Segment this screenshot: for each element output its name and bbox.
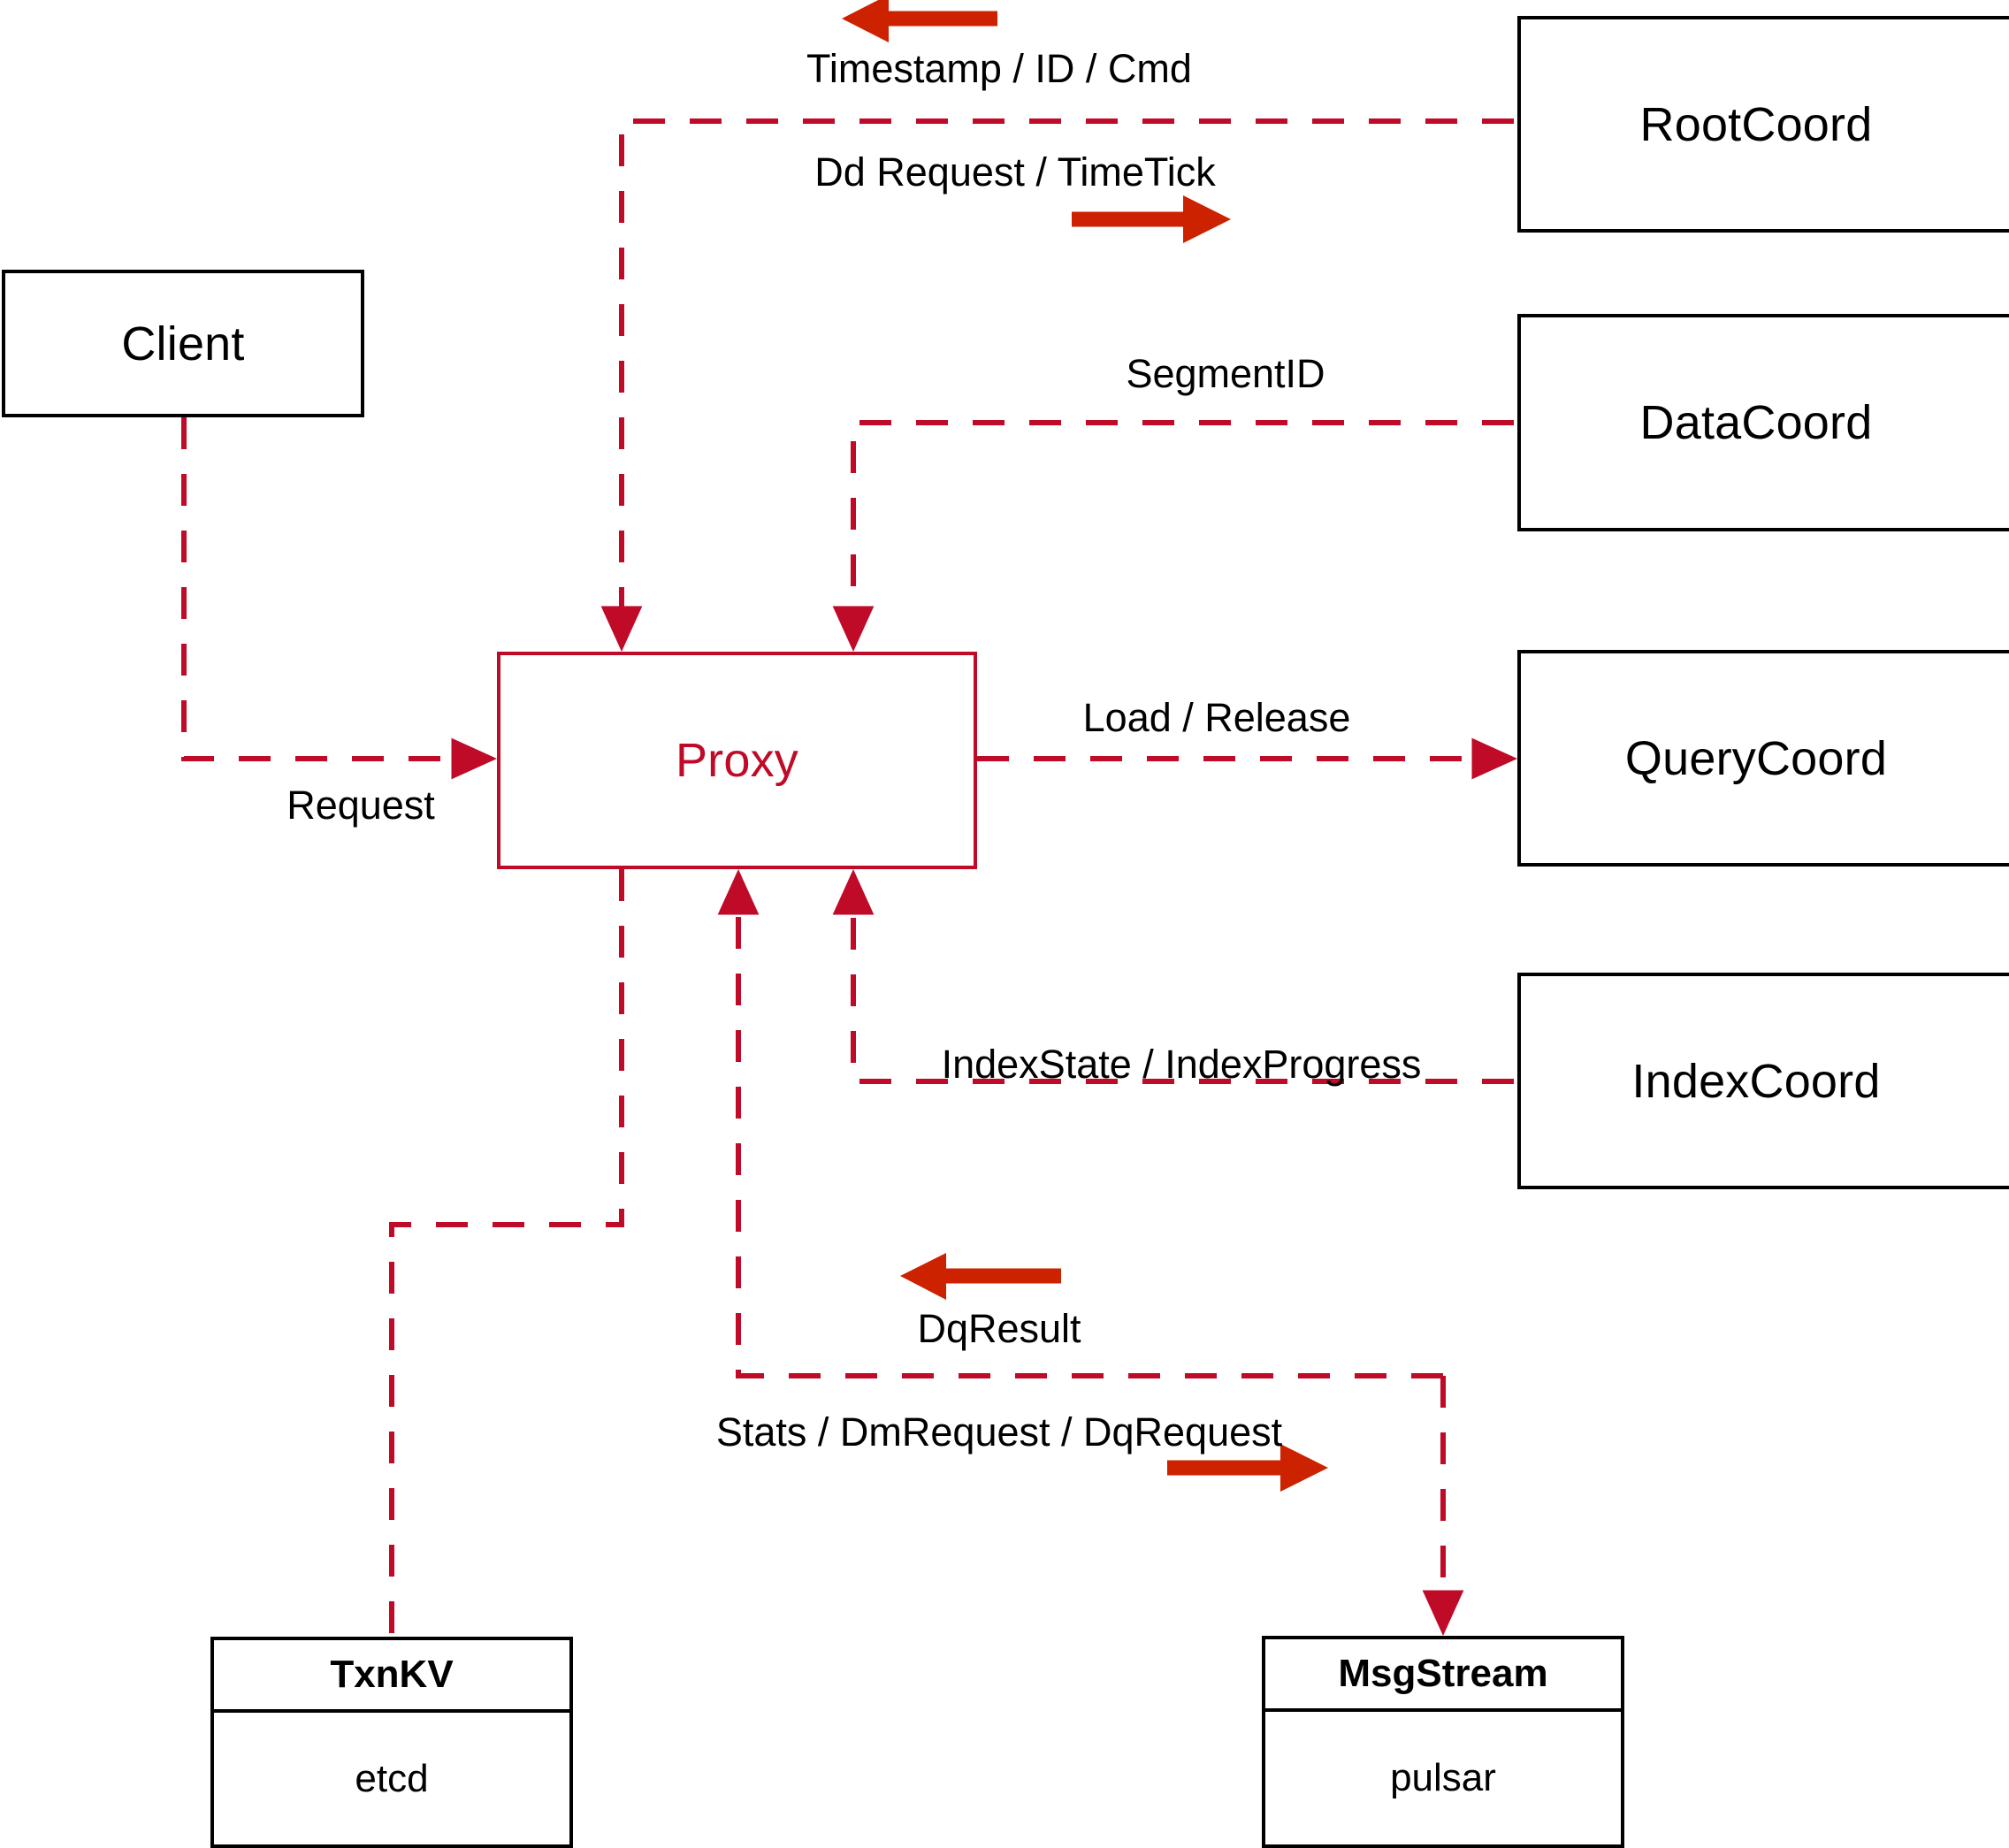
node-rootcoord-label: RootCoord	[1639, 97, 1873, 151]
edge-rootcoord-to-proxy	[600, 118, 1514, 653]
store-txnkv-body: etcd	[214, 1713, 569, 1844]
store-msgstream[interactable]: MsgStream pulsar	[1262, 1636, 1624, 1848]
edge-label-indexstate-indexprogress: IndexState / IndexProgress	[941, 1042, 1422, 1087]
direction-arrow-ddrequest	[1072, 195, 1231, 243]
edge-label-stats-dmrequest-dqrequest: Stats / DmRequest / DqRequest	[715, 1409, 1283, 1455]
node-querycoord-label: QueryCoord	[1624, 731, 1888, 785]
edge-label-timestamp-id-cmd: Timestamp / ID / Cmd	[806, 46, 1192, 91]
edge-proxy-to-txnkv	[389, 869, 624, 1637]
edge-label-dqresult: DqResult	[917, 1306, 1081, 1351]
edge-label-dd-request-timetick: Dd Request / TimeTick	[814, 149, 1216, 195]
store-msgstream-body: pulsar	[1265, 1712, 1621, 1844]
node-datacoord[interactable]: DataCoord	[1517, 314, 2009, 531]
store-msgstream-header-label: MsgStream	[1338, 1652, 1548, 1695]
store-txnkv-body-label: etcd	[355, 1756, 429, 1800]
edge-label-request: Request	[286, 783, 435, 828]
node-proxy-label: Proxy	[675, 734, 799, 787]
edge-indexcoord-to-proxy	[832, 868, 1514, 1084]
direction-arrow-timestamp	[842, 0, 997, 42]
node-indexcoord[interactable]: IndexCoord	[1517, 973, 2009, 1189]
edge-msgstream-to-proxy	[717, 868, 1443, 1378]
direction-arrow-dqrequest	[1167, 1444, 1328, 1492]
store-msgstream-header: MsgStream	[1265, 1639, 1621, 1712]
edge-client-request	[181, 417, 498, 780]
node-querycoord[interactable]: QueryCoord	[1517, 650, 2009, 867]
store-txnkv-header-label: TxnKV	[330, 1653, 454, 1696]
node-proxy[interactable]: Proxy	[497, 652, 977, 869]
node-client[interactable]: Client	[2, 270, 364, 417]
node-rootcoord[interactable]: RootCoord	[1517, 16, 2009, 233]
store-msgstream-body-label: pulsar	[1390, 1756, 1496, 1799]
edge-datacoord-to-proxy	[832, 420, 1514, 653]
node-indexcoord-label: IndexCoord	[1631, 1054, 1881, 1108]
edge-label-segmentid: SegmentID	[1126, 351, 1325, 396]
edge-label-load-release: Load / Release	[1082, 695, 1351, 740]
store-txnkv[interactable]: TxnKV etcd	[210, 1637, 573, 1848]
node-datacoord-label: DataCoord	[1639, 396, 1873, 449]
node-client-label: Client	[121, 317, 245, 370]
direction-arrow-dqresult	[900, 1253, 1061, 1300]
store-txnkv-header: TxnKV	[214, 1640, 569, 1713]
